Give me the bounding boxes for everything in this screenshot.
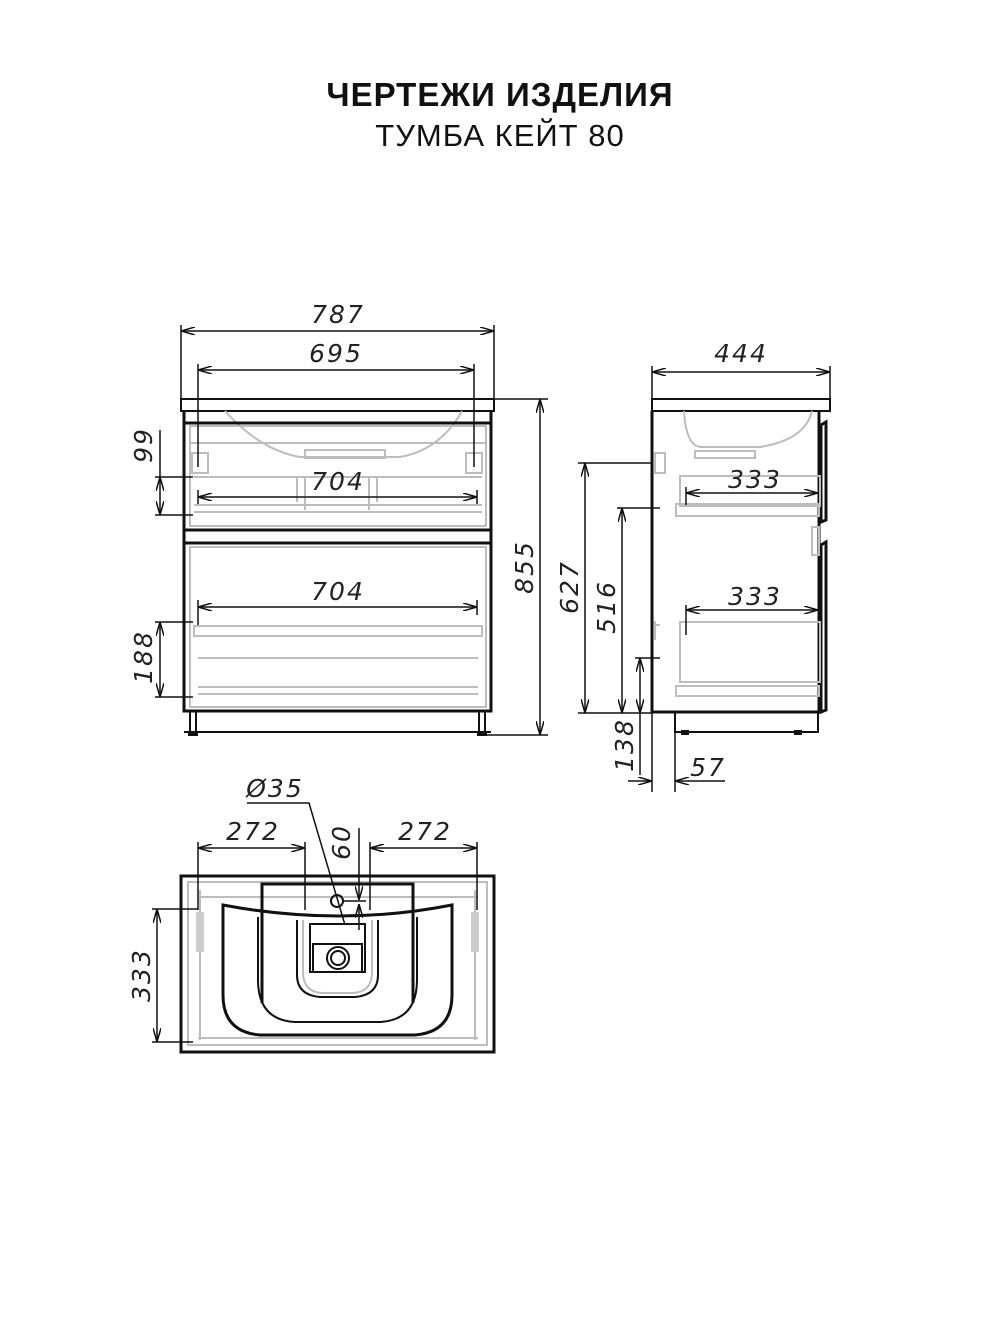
dim-60-label: 60 (327, 824, 356, 860)
dim-704-bottom-label: 704 (311, 577, 365, 606)
dim-inner-depth: 333 (127, 908, 198, 1043)
dim-pipe-516: 516 (592, 507, 660, 713)
dim-depth: 444 (651, 339, 831, 399)
dim-272-left-label: 272 (226, 817, 280, 846)
dim-top-drawer-width: 704 (197, 467, 478, 504)
dim-pipe-627: 627 (555, 462, 652, 714)
dim-overall-height: 855 (487, 398, 548, 736)
dim-272-right-label: 272 (398, 817, 452, 846)
dim-tap-hole-diameter: Ø35 (245, 774, 346, 926)
dim-99-label: 99 (129, 427, 158, 463)
dim-plinth-57: 57 (628, 712, 726, 792)
dim-57-label: 57 (690, 753, 726, 782)
dim-444-label: 444 (714, 339, 768, 368)
dim-704-top-label: 704 (311, 467, 365, 496)
dim-overall-width: 787 (180, 300, 495, 398)
leg-right (477, 731, 487, 736)
dim-bottom-drawer-height: 188 (129, 621, 193, 698)
dim-333-bottom-label: 333 (728, 582, 782, 611)
top-basin-outline (179, 874, 496, 1054)
dim-516-label: 516 (592, 580, 621, 634)
dim-188-label: 188 (129, 630, 158, 684)
side-cabinet-outline (650, 398, 831, 735)
dim-bottom-drawer-width: 704 (197, 577, 478, 625)
dim-627-label: 627 (555, 560, 584, 614)
dim-787-label: 787 (311, 300, 365, 329)
front-view: 787 695 855 704 99 704 (129, 300, 548, 736)
dim-pipe-138: 138 (610, 657, 660, 775)
dim-333-top-view-label: 333 (127, 948, 156, 1002)
dim-right-272: 272 (369, 817, 478, 910)
drawing-title: ЧЕРТЕЖИ ИЗДЕЛИЯ (326, 76, 674, 113)
front-cabinet-outline (180, 398, 495, 736)
top-view: Ø35 272 272 60 333 (127, 774, 496, 1054)
dim-top-drawer-depth: 333 (685, 465, 818, 505)
product-name: ТУМБА КЕЙТ 80 (375, 118, 625, 153)
dim-top-drawer-height: 99 (129, 427, 193, 516)
dim-333-top-label: 333 (728, 465, 782, 494)
dim-138-label: 138 (610, 718, 639, 772)
dim-left-272: 272 (197, 817, 306, 910)
dim-695-label: 695 (309, 339, 363, 368)
side-view: 444 627 516 138 57 333 (555, 339, 831, 792)
dim-diameter-label: Ø35 (245, 774, 304, 803)
dim-855-label: 855 (510, 540, 539, 594)
dim-bottom-drawer-depth: 333 (685, 582, 818, 635)
dim-basin-width: 695 (197, 339, 475, 467)
dim-tap-hole-offset: 60 (327, 824, 359, 930)
leg-left (188, 731, 198, 736)
